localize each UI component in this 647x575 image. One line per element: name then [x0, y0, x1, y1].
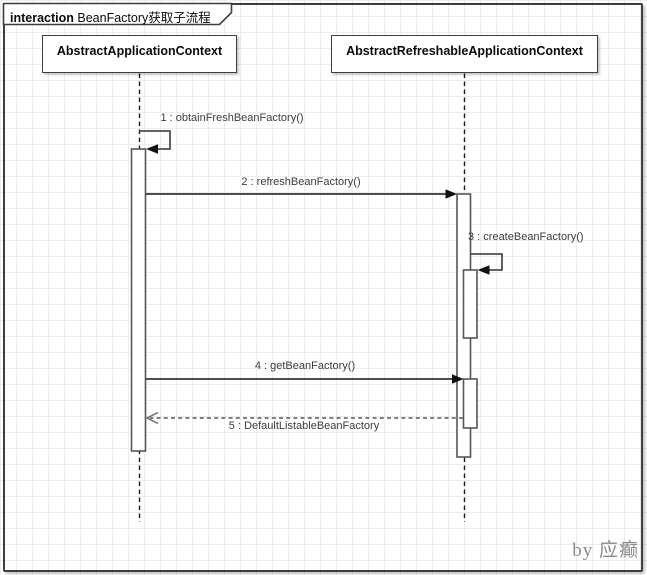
- message-3-label: 3 : createBeanFactory(): [468, 231, 584, 243]
- message-1-arrowhead: [146, 144, 158, 154]
- frame-name: BeanFactory获取子流程: [77, 11, 211, 25]
- lifeline-head-abstract-application-context: AbstractApplicationContext: [42, 35, 237, 73]
- message-1-label: 1 : obtainFreshBeanFactory(): [160, 112, 304, 124]
- activation-bar-create-bean-factory: [462, 269, 478, 339]
- message-1-self-loop: [139, 130, 171, 150]
- frame-title-tab: [2, 2, 233, 26]
- message-2-arrowhead: [445, 189, 457, 199]
- lifeline-head-abstract-refreshable-application-context: AbstractRefreshableApplicationContext: [331, 35, 598, 73]
- lifeline-name: AbstractApplicationContext: [56, 44, 223, 58]
- author-watermark: by 应癫: [572, 540, 639, 561]
- activation-bar-get-bean-factory: [462, 378, 478, 429]
- message-4-arrowhead: [452, 374, 464, 384]
- message-3-self-loop: [470, 253, 503, 271]
- frame-keyword: interaction: [10, 11, 74, 25]
- message-5-label: 5 : DefaultListableBeanFactory: [228, 420, 380, 432]
- frame-title: interaction BeanFactory获取子流程: [10, 7, 211, 26]
- activation-bar-context: [130, 148, 147, 452]
- message-2-label: 2 : refreshBeanFactory(): [241, 176, 361, 188]
- message-4-label: 4 : getBeanFactory(): [254, 360, 356, 372]
- lifeline-name: AbstractRefreshableApplicationContext: [346, 44, 583, 58]
- interaction-frame-border: [3, 3, 643, 572]
- message-5-open-arrowhead: [145, 411, 159, 425]
- message-3-arrowhead: [477, 265, 490, 275]
